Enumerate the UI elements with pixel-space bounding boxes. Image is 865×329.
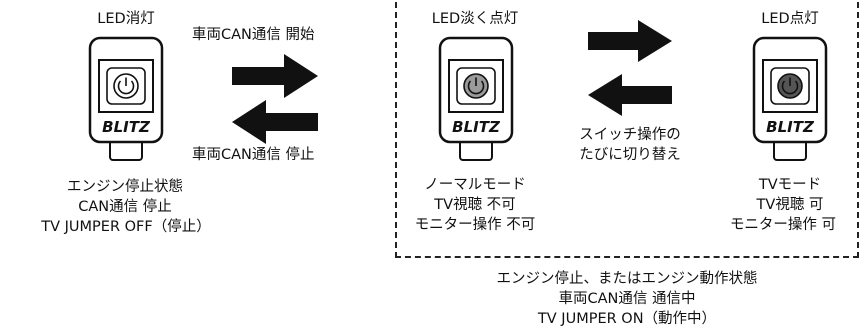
engine-on-caption-line-3: TV JUMPER ON（動作中） xyxy=(537,311,717,327)
blitz-logo: BLITZ xyxy=(452,118,501,136)
left-status-line-2: CAN通信 停止 xyxy=(78,199,172,215)
switch-note-line-1: スイッチ操作の xyxy=(579,127,681,143)
can-stop-label: 車両CAN通信 停止 xyxy=(192,147,315,163)
middle-status-line-2: TV視聴 不可 xyxy=(434,197,516,213)
arrow-left-icon xyxy=(588,74,672,116)
switch-note-line-2: たびに切り替え xyxy=(579,147,681,163)
right-device-icon: BLITZ xyxy=(752,36,828,161)
engine-on-caption-line-1: エンジン停止、またはエンジン動作状態 xyxy=(496,271,758,287)
right-status-line-2: TV視聴 可 xyxy=(756,197,824,213)
middle-status-line-1: ノーマルモード xyxy=(424,177,526,193)
middle-status-line-3: モニター操作 不可 xyxy=(414,217,536,233)
blitz-logo: BLITZ xyxy=(102,118,151,136)
right-device-title: LED点灯 xyxy=(761,11,819,27)
engine-on-region xyxy=(395,2,859,258)
arrow-right-icon xyxy=(588,20,672,62)
arrow-right-icon xyxy=(232,54,318,98)
left-status-line-1: エンジン停止状態 xyxy=(67,179,183,195)
middle-device-icon: BLITZ xyxy=(438,36,514,161)
blitz-logo: BLITZ xyxy=(766,118,815,136)
can-start-label: 車両CAN通信 開始 xyxy=(192,27,315,43)
right-status-line-1: TVモード xyxy=(758,177,822,193)
left-device-icon: BLITZ xyxy=(88,36,164,161)
left-device-title: LED消灯 xyxy=(97,11,155,27)
engine-on-caption-line-2: 車両CAN通信 通信中 xyxy=(558,291,696,307)
left-status-line-3: TV JUMPER OFF（停止） xyxy=(41,219,211,235)
arrow-left-icon xyxy=(232,100,318,144)
middle-device-title: LED淡く点灯 xyxy=(431,11,519,27)
right-status-line-3: モニター操作 可 xyxy=(729,217,837,233)
